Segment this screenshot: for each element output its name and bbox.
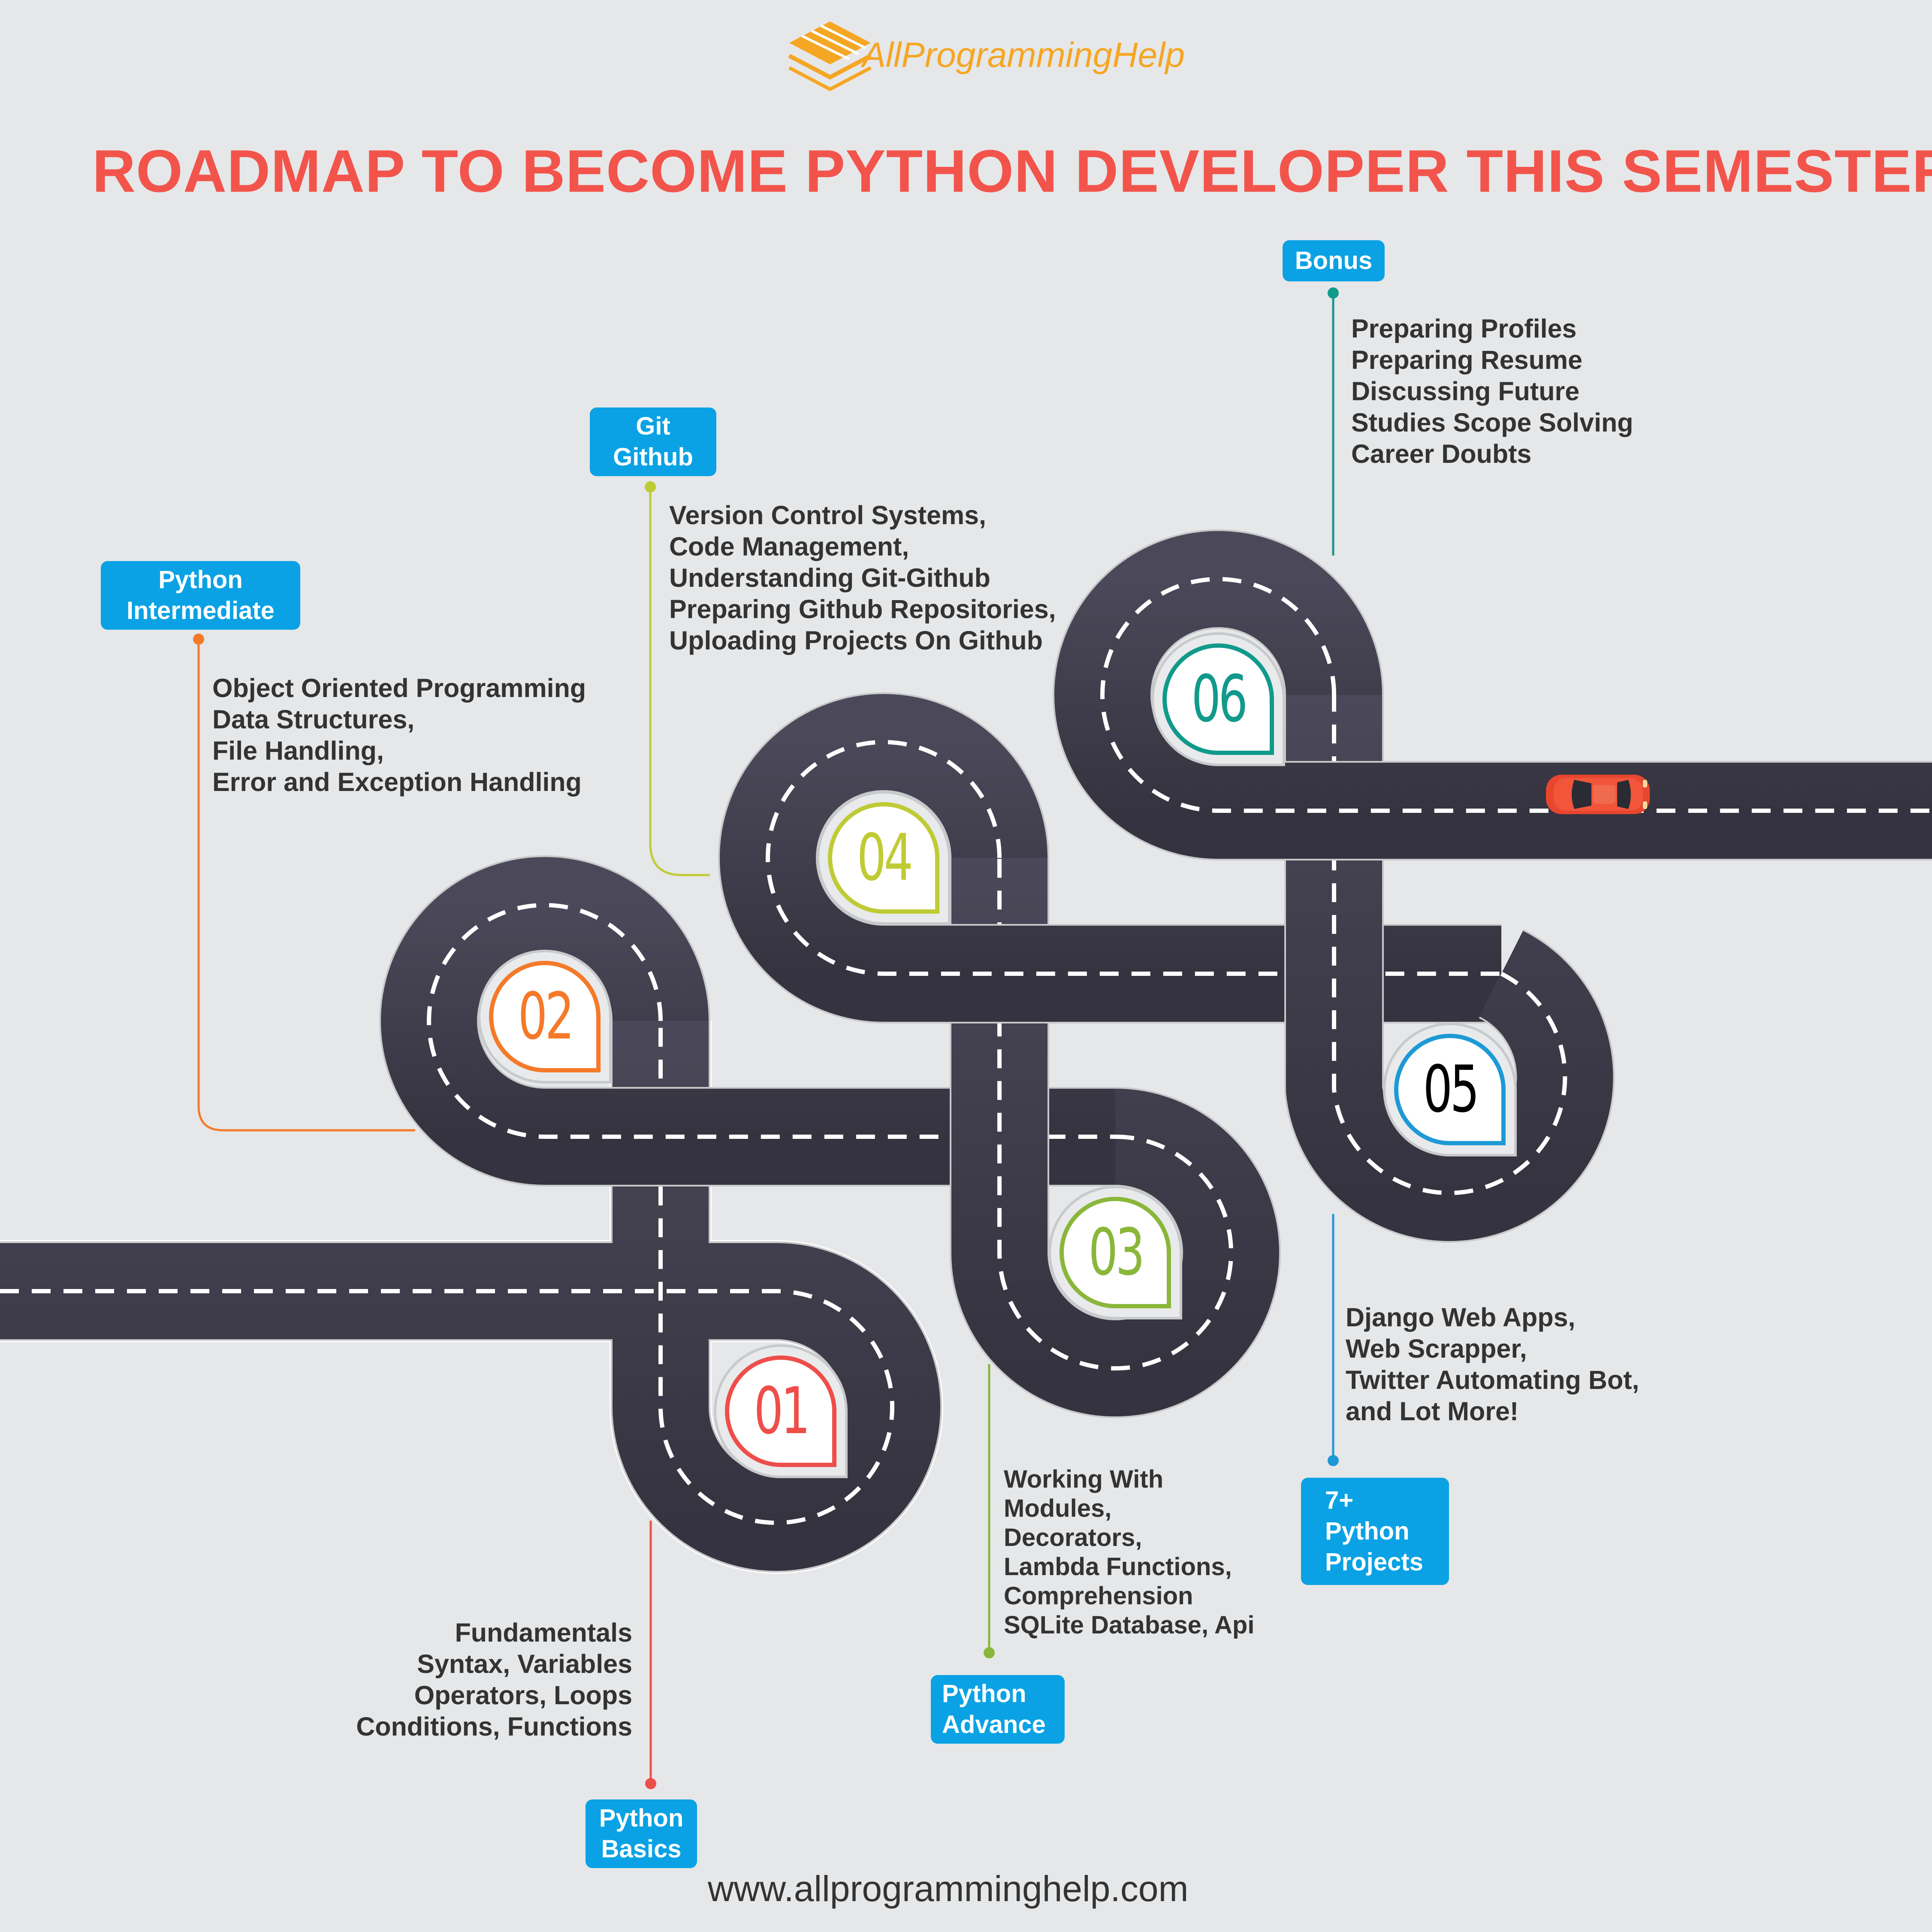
list-item: Preparing Resume	[1351, 345, 1583, 374]
list-item: Preparing Github Repositories,	[669, 595, 1056, 624]
step-06-marker: 06	[1162, 643, 1274, 755]
list-item: Version Control Systems,	[669, 501, 986, 530]
brand-logo-icon	[788, 21, 872, 91]
step-04-description: Version Control Systems, Code Management…	[669, 500, 1056, 656]
list-item: Modules,	[1004, 1494, 1112, 1522]
list-item: File Handling,	[212, 736, 384, 765]
list-item: Data Structures,	[212, 705, 415, 734]
list-item: Comprehension	[1004, 1582, 1193, 1610]
list-item: Understanding Git-Github	[669, 563, 990, 592]
road-seg-e	[1284, 695, 1615, 1243]
list-item: Discussing Future	[1351, 377, 1580, 406]
list-item: Twitter Automating Bot,	[1346, 1365, 1639, 1395]
list-item: Lambda Functions,	[1004, 1553, 1232, 1581]
step-03-description: Working With Modules, Decorators, Lambda…	[1004, 1465, 1254, 1640]
list-item: and Lot More!	[1346, 1397, 1519, 1426]
list-item: Decorators,	[1004, 1524, 1142, 1552]
road-seg-f	[1053, 529, 1932, 860]
step-05-description: Django Web Apps, Web Scrapper, Twitter A…	[1346, 1302, 1639, 1427]
list-item: Code Management,	[669, 532, 909, 561]
step-04-marker: 04	[828, 802, 939, 914]
list-item: Fundamentals	[455, 1618, 632, 1647]
road-seg-a	[0, 1021, 943, 1574]
page-title: ROADMAP TO BECOME PYTHON DEVELOPER THIS …	[92, 137, 1932, 205]
tag-bonus: Bonus	[1283, 240, 1385, 281]
list-item: Conditions, Functions	[356, 1712, 632, 1741]
step-06-description: Preparing Profiles Preparing Resume Disc…	[1351, 313, 1633, 470]
list-item: Syntax, Variables	[417, 1649, 632, 1678]
list-item: Studies Scope Solving	[1351, 408, 1633, 437]
list-item: Uploading Projects On Github	[669, 626, 1043, 655]
step-05-marker: 05	[1394, 1034, 1506, 1145]
list-item: Career Doubts	[1351, 439, 1532, 468]
step-01-marker: 01	[725, 1355, 836, 1467]
road-seg-d	[718, 692, 1501, 1023]
list-item: Object Oriented Programming	[212, 673, 586, 703]
list-item: Working With	[1004, 1465, 1164, 1493]
red-car-icon	[1546, 775, 1650, 814]
footer-url: www.allprogramminghelp.com	[708, 1869, 1189, 1909]
step-03-marker: 03	[1060, 1197, 1171, 1308]
list-item: Operators, Loops	[414, 1681, 632, 1710]
road-seg-b	[379, 855, 1115, 1186]
step-01-description: Fundamentals Syntax, Variables Operators…	[356, 1617, 632, 1742]
step-02-marker: 02	[489, 961, 601, 1072]
step-02-description: Object Oriented Programming Data Structu…	[212, 673, 586, 798]
brand-name: AllProgrammingHelp	[862, 36, 1185, 75]
list-item: Django Web Apps,	[1346, 1303, 1576, 1332]
list-item: Error and Exception Handling	[212, 767, 582, 797]
list-item: Web Scrapper,	[1346, 1334, 1527, 1363]
road-seg-c	[950, 858, 1281, 1418]
list-item: SQLite Database, Api	[1004, 1611, 1255, 1639]
list-item: Preparing Profiles	[1351, 314, 1577, 343]
